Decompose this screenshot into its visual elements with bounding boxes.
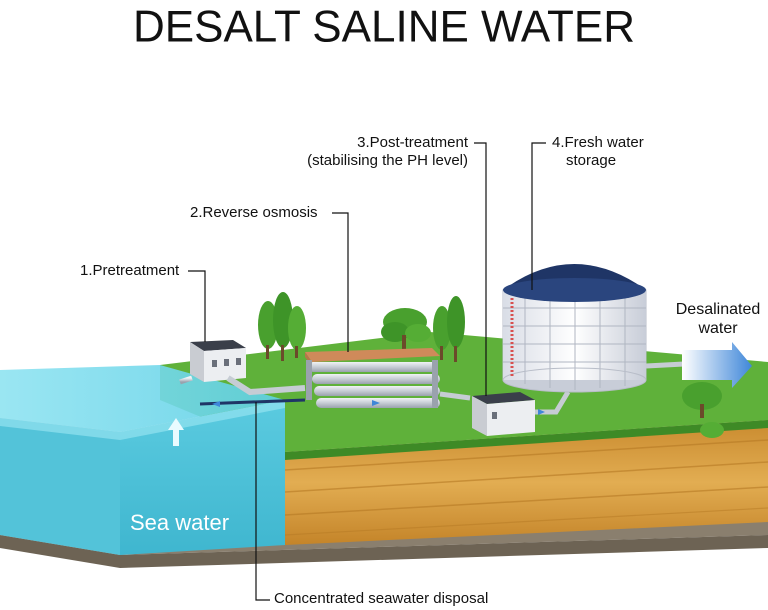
tree-broad (381, 308, 431, 351)
intake-pipes (179, 375, 471, 407)
label-post-treatment-line2: (stabilising the PH level) (307, 152, 468, 169)
label-pretreatment: 1.Pretreatment (80, 262, 180, 279)
post-treatment-building (472, 390, 571, 436)
intake-arrow-icon (168, 418, 184, 446)
leader-lines (188, 142, 546, 601)
label-desalinated-line2: water (698, 320, 738, 337)
output-pipe (645, 342, 752, 388)
grass-edge (285, 420, 768, 460)
fresh-water-tank (502, 264, 647, 393)
label-fresh-storage-line2: storage (566, 152, 617, 169)
label-fresh-storage: 4.Fresh water storage (552, 134, 644, 170)
sea-water-block (0, 365, 285, 555)
pretreatment-building (190, 340, 246, 382)
desalinated-arrow-icon (682, 342, 752, 388)
label-desalinated-line1: Desalinated (675, 301, 761, 318)
label-reverse-osmosis: 2.Reverse osmosis (190, 204, 318, 221)
rock-bottom (0, 535, 768, 568)
sea-surface (0, 365, 285, 432)
label-desalinated-water: Desalinated water (668, 300, 768, 338)
sea-front-left (0, 418, 120, 555)
label-post-treatment: 3.Post-treatment (stabilising the PH lev… (260, 134, 468, 170)
label-sea-water: Sea water (130, 510, 230, 535)
label-disposal: Concentrated seawater disposal (274, 590, 489, 607)
tree-group-right (433, 296, 465, 362)
label-fresh-storage-line1: 4.Fresh water (552, 134, 644, 151)
label-post-treatment-line1: 3.Post-treatment (357, 134, 468, 151)
sea-front-right (120, 400, 285, 555)
tree-group-center (258, 292, 306, 361)
reverse-osmosis-unit (305, 348, 440, 408)
diagram-title: DESALT SALINE WATER (132, 1, 636, 52)
tree-small-right (682, 382, 724, 438)
